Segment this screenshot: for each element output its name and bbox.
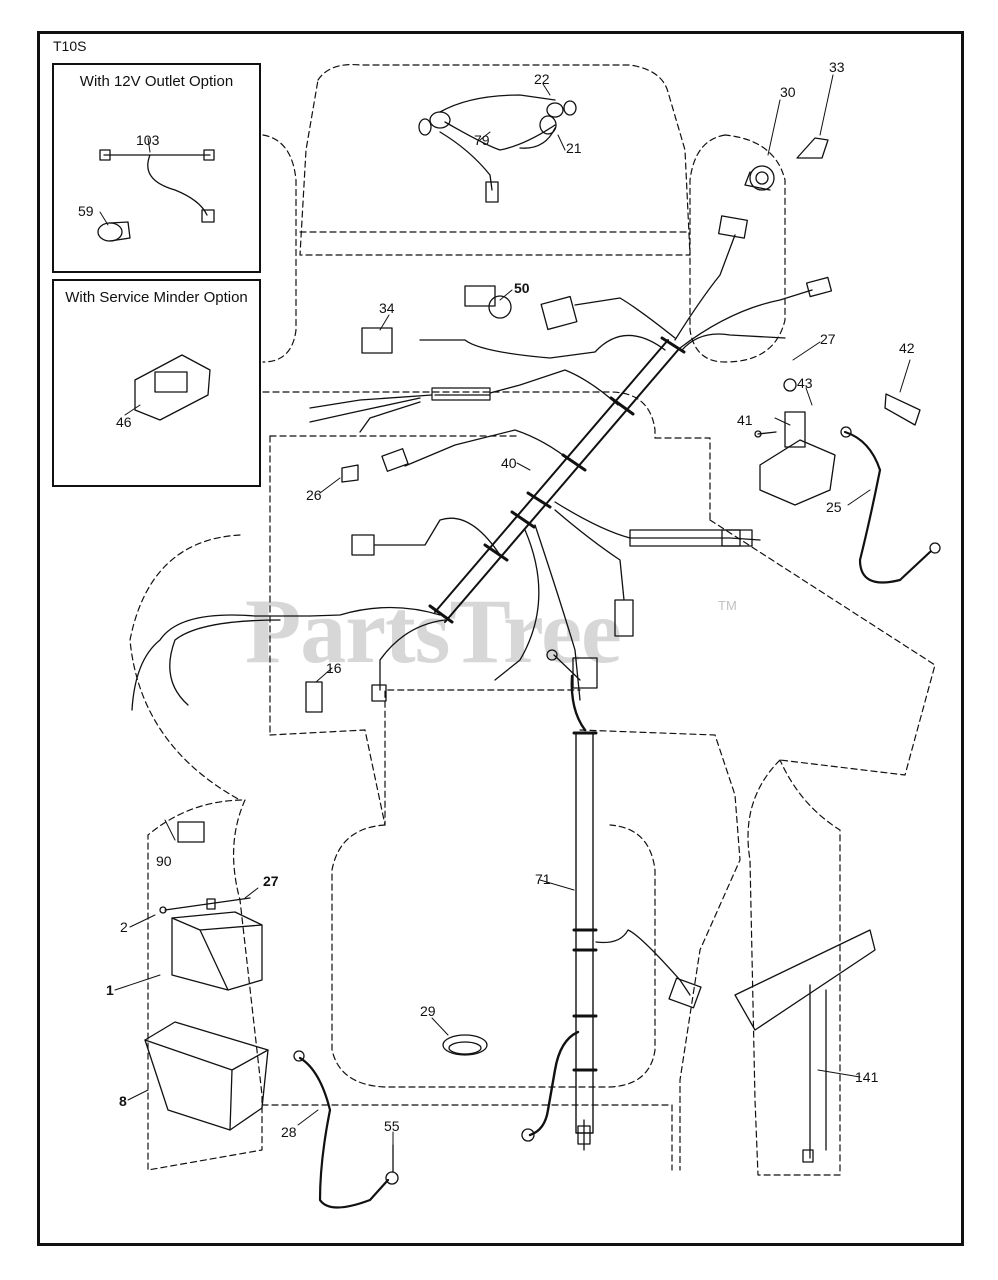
callout-42: 42 <box>899 340 915 356</box>
harness-71 <box>521 649 691 1151</box>
part-90 <box>177 821 205 843</box>
bracket-141 <box>734 929 876 1163</box>
callout-22: 22 <box>534 71 550 87</box>
boot-42 <box>884 393 921 426</box>
main-harness <box>131 215 833 711</box>
callout-29: 29 <box>420 1003 436 1019</box>
leader-lines <box>99 74 911 1146</box>
callout-40: 40 <box>501 455 517 471</box>
part-41 <box>754 430 777 438</box>
solenoid-43 <box>759 378 836 506</box>
outlet-harness-103 <box>99 149 215 223</box>
callout-55: 55 <box>384 1118 400 1134</box>
part-16 <box>305 681 323 713</box>
bolt-55 <box>385 1144 399 1185</box>
callout-50: 50 <box>514 280 530 296</box>
part-29 <box>442 1034 488 1056</box>
callout-27b: 27 <box>263 873 279 889</box>
cable-25 <box>840 426 941 584</box>
callout-1: 1 <box>106 982 114 998</box>
callout-90: 90 <box>156 853 172 869</box>
option-title-12v-outlet: With 12V Outlet Option <box>79 73 234 90</box>
watermark-trademark: TM <box>718 598 737 613</box>
part-26 <box>341 464 359 483</box>
outlet-59 <box>97 221 131 242</box>
callout-30: 30 <box>780 84 796 100</box>
callout-27a: 27 <box>820 331 836 347</box>
headlight-harness <box>418 94 577 203</box>
callout-103: 103 <box>136 132 160 148</box>
callout-79: 79 <box>474 132 490 148</box>
callout-26: 26 <box>306 487 322 503</box>
part-71-connector <box>668 977 702 1009</box>
option-box-service-minder: With Service Minder Option <box>52 279 261 487</box>
diagram-code: T10S <box>53 38 87 54</box>
service-minder-46 <box>134 354 211 421</box>
tray-8 <box>144 1021 269 1131</box>
pto-switch-50 <box>464 285 512 319</box>
callout-71: 71 <box>535 871 551 887</box>
battery-1 <box>171 911 263 991</box>
callout-28: 28 <box>281 1124 297 1140</box>
callout-34: 34 <box>379 300 395 316</box>
diagram-frame <box>37 31 964 1246</box>
option-title-service-minder: With Service Minder Option <box>65 289 248 306</box>
callout-41: 41 <box>737 412 753 428</box>
callout-43: 43 <box>797 375 813 391</box>
bolt-2-27 <box>159 897 251 914</box>
callout-2: 2 <box>120 919 128 935</box>
cable-28 <box>293 1050 390 1209</box>
part-34 <box>361 327 393 354</box>
callout-8: 8 <box>119 1093 127 1109</box>
callout-33: 33 <box>829 59 845 75</box>
callout-46: 46 <box>116 414 132 430</box>
callout-labels: 22 21 79 30 33 34 50 27 42 43 41 40 26 2… <box>78 59 915 1140</box>
ignition-switch-30 <box>744 165 775 191</box>
callout-25: 25 <box>826 499 842 515</box>
option-box-12v-outlet: With 12V Outlet Option <box>52 63 261 273</box>
part-33 <box>796 137 829 159</box>
tractor-outline <box>129 63 936 1176</box>
callout-141: 141 <box>855 1069 879 1085</box>
callout-59: 59 <box>78 203 94 219</box>
callout-16: 16 <box>326 660 342 676</box>
callout-21: 21 <box>566 140 582 156</box>
